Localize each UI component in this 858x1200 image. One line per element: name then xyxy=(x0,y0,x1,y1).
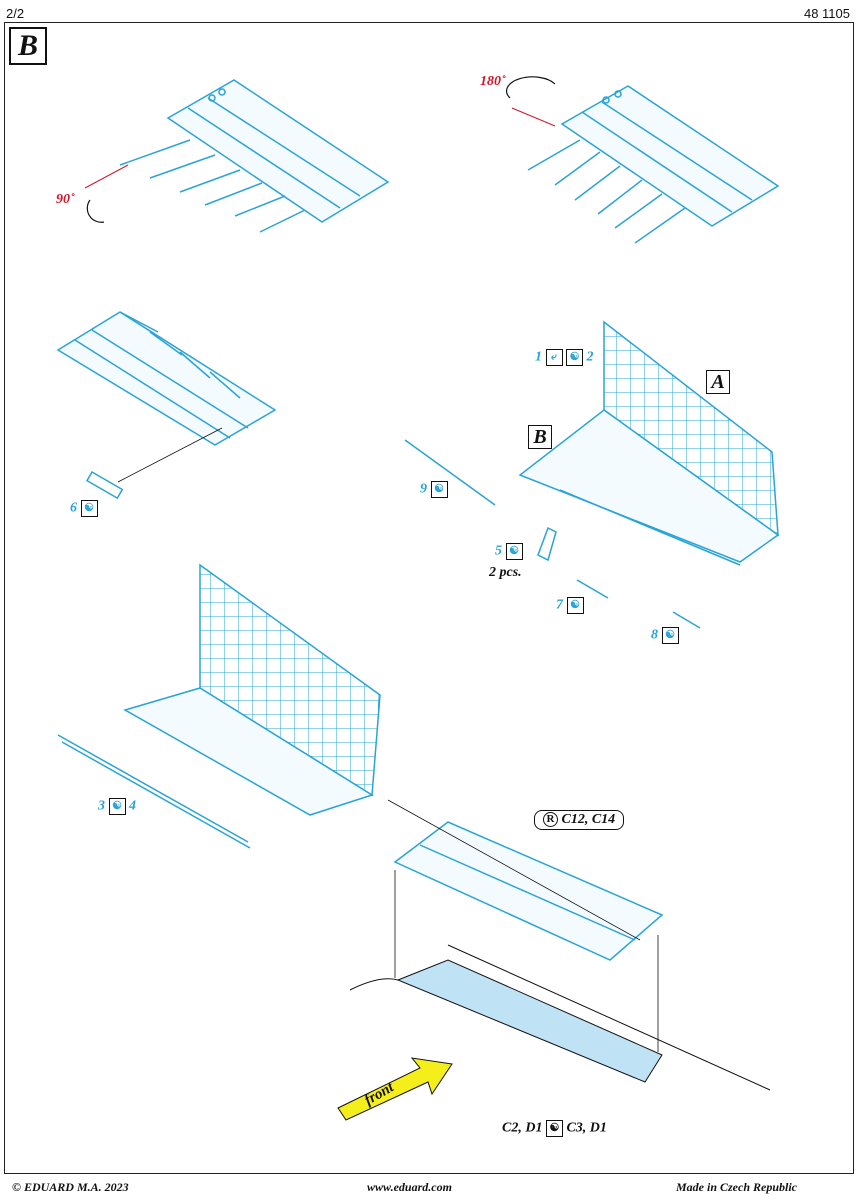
flap-drawing-3 xyxy=(56,311,277,500)
part-8-label: 8 ☯ xyxy=(651,627,679,644)
wing-section xyxy=(349,870,771,1091)
photo-etch-icon: ☯ xyxy=(661,627,679,644)
photo-etch-icon: ☯ xyxy=(108,798,126,815)
footer-website[interactable]: www.eduard.com xyxy=(367,1180,452,1194)
part-9-number: 9 xyxy=(420,481,427,497)
flap-drawing-2 xyxy=(527,85,780,244)
flap-drawing-5 xyxy=(57,563,381,849)
part-3-4-label: 3 ☯ 4 xyxy=(98,798,136,815)
bend-icon: ⤶ xyxy=(545,349,563,366)
bottom-parts-label: C2, D1 ☯ C3, D1 xyxy=(502,1120,607,1137)
photo-etch-icon: ☯ xyxy=(505,543,523,560)
photo-etch-icon: ☯ xyxy=(80,500,98,517)
photo-etch-icon: ☯ xyxy=(545,1120,563,1137)
instruction-frame xyxy=(4,22,854,1174)
bottom-part-left: C2, D1 xyxy=(502,1120,543,1136)
sub-label-a: A xyxy=(706,370,730,394)
rotation-180 xyxy=(506,76,556,127)
front-arrow xyxy=(337,1057,453,1121)
part-7-drawing xyxy=(576,579,609,599)
flap-drawing-4 xyxy=(518,320,780,566)
part-1-number: 1 xyxy=(535,349,542,365)
part-7-number: 7 xyxy=(556,597,563,613)
part-5-label: 5 ☯ xyxy=(495,543,523,560)
footer-copyright: © EDUARD M.A. 2023 xyxy=(12,1180,129,1194)
photo-etch-icon: ☯ xyxy=(430,481,448,498)
part-5-quantity: 2 pcs. xyxy=(489,565,522,580)
part-9-drawing xyxy=(404,439,496,506)
flap-drawing-6 xyxy=(387,799,664,961)
product-code: 48 1105 xyxy=(803,6,850,21)
resin-parts-callout: R C12, C14 xyxy=(534,810,625,830)
part-7-label: 7 ☯ xyxy=(556,597,584,614)
part-4-number: 4 xyxy=(129,798,136,814)
sub-label-b: B xyxy=(528,425,552,449)
registered-icon: R xyxy=(543,812,558,828)
part-1-2-label: 1 ⤶ ☯ 2 xyxy=(535,349,594,366)
footer-origin: Made in Czech Republic xyxy=(676,1180,798,1194)
part-3-number: 3 xyxy=(98,798,105,814)
part-6-label: 6 ☯ xyxy=(70,500,98,517)
step-label: B xyxy=(9,27,47,65)
part-2-number: 2 xyxy=(586,349,594,365)
part-5-drawing xyxy=(537,526,557,562)
flap-drawing-1 xyxy=(119,79,390,233)
photo-etch-icon: ☯ xyxy=(566,597,584,614)
photo-etch-icon: ☯ xyxy=(566,349,583,366)
rotation-90 xyxy=(84,164,129,223)
page-number: 2/2 xyxy=(6,6,25,21)
part-5-number: 5 xyxy=(495,543,502,559)
part-8-number: 8 xyxy=(651,627,658,643)
rotation-180-label: 180˚ xyxy=(480,74,506,89)
leader-6 xyxy=(117,427,223,483)
part-6-number: 6 xyxy=(70,500,77,516)
part-8-drawing xyxy=(672,611,701,629)
rotation-90-label: 90˚ xyxy=(56,192,75,207)
bottom-part-right: C3, D1 xyxy=(566,1120,607,1136)
callout-text: C12, C14 xyxy=(561,812,616,827)
part-9-label: 9 ☯ xyxy=(420,481,448,498)
